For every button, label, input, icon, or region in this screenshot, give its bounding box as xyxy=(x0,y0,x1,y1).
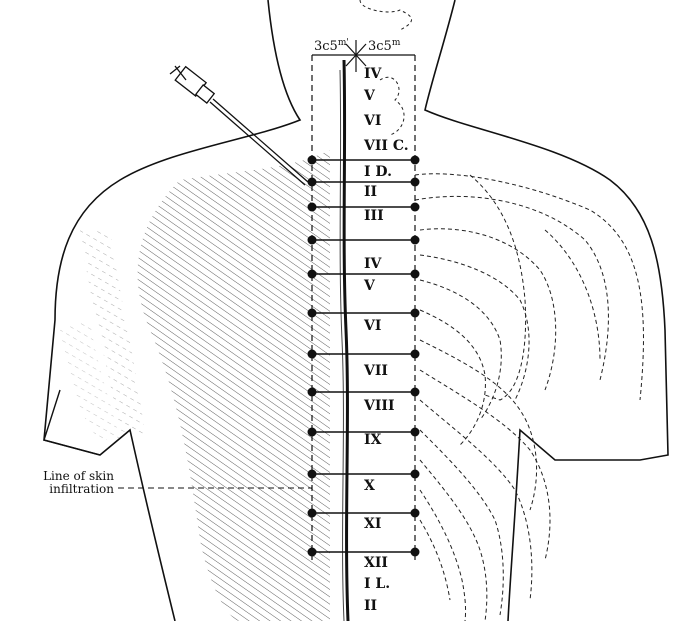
vertebra-label-t11: XI xyxy=(364,516,381,532)
injection-point xyxy=(411,548,420,557)
vertebra-label-t12: XII xyxy=(364,555,388,571)
vertebra-label-c7: VII C. xyxy=(363,138,409,154)
shading xyxy=(60,150,330,621)
measure-left: 3c5m' xyxy=(314,38,349,54)
vertebra-label-c4: IV xyxy=(364,66,383,82)
injection-point xyxy=(308,236,317,245)
injection-point xyxy=(308,388,317,397)
injection-point xyxy=(411,270,420,279)
injection-point xyxy=(411,350,420,359)
injection-point xyxy=(308,470,317,479)
injection-point xyxy=(411,156,420,165)
rib-contours xyxy=(415,174,643,621)
injection-point xyxy=(411,470,420,479)
injection-point xyxy=(411,388,420,397)
vertebra-label-c6: VI xyxy=(363,113,381,129)
injection-point xyxy=(308,350,317,359)
injection-point xyxy=(411,203,420,212)
vertebra-label-t4: IV xyxy=(364,256,383,272)
injection-point xyxy=(308,309,317,318)
injection-point xyxy=(308,178,317,187)
injection-point xyxy=(308,428,317,437)
vertebra-label-t8: VIII xyxy=(363,398,395,414)
measure-right: 3c5m xyxy=(368,38,401,54)
injection-point xyxy=(308,548,317,557)
injection-point xyxy=(411,236,420,245)
vertebra-label-l2: II xyxy=(364,598,377,614)
vertebra-label-t7: VII xyxy=(363,363,388,379)
skin-infiltration-line2: infiltration xyxy=(6,483,114,496)
vertebra-label-t5: V xyxy=(363,278,376,294)
vertebra-label-t10: X xyxy=(364,478,375,494)
injection-point xyxy=(308,203,317,212)
vertebra-label-t6: VI xyxy=(363,318,381,334)
vertebra-label-t3: III xyxy=(364,208,384,224)
injection-point xyxy=(411,509,420,518)
skin-infiltration-label: Line of skin infiltration xyxy=(6,470,114,496)
vertebra-label-t2: II xyxy=(364,184,377,200)
spinous-line xyxy=(344,60,348,621)
injection-point xyxy=(411,178,420,187)
injection-point xyxy=(308,156,317,165)
injection-point xyxy=(308,270,317,279)
vertebra-label-t9: IX xyxy=(364,432,382,448)
body-outline xyxy=(44,0,668,621)
vertebra-label-t1: I D. xyxy=(364,164,392,180)
vertebra-label-c5: V xyxy=(363,88,376,104)
injection-point xyxy=(411,309,420,318)
injection-point xyxy=(308,509,317,518)
injection-point xyxy=(411,428,420,437)
vertebra-label-l1: I L. xyxy=(364,576,390,592)
